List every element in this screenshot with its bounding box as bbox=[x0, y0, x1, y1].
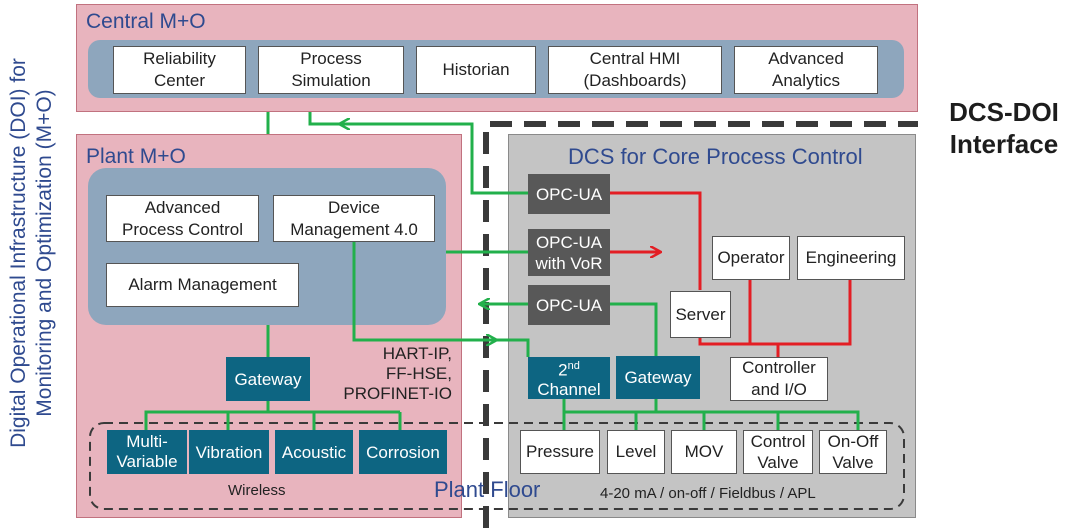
device-management-box: Device Management 4.0 bbox=[273, 195, 435, 242]
server-box: Server bbox=[670, 291, 731, 338]
advanced-analytics-box: Advanced Analytics bbox=[734, 46, 878, 94]
dcs-doi-interface-label: DCS-DOI Interface bbox=[949, 97, 1059, 159]
plant-mo-title: Plant M+O bbox=[86, 145, 186, 168]
opcua-top-red-link bbox=[610, 191, 702, 290]
device-on-off-valve: On-Off Valve bbox=[819, 430, 887, 474]
device-multi-variable: Multi- Variable bbox=[107, 430, 187, 474]
advanced-process-control-box: Advanced Process Control bbox=[106, 195, 259, 242]
device-acoustic: Acoustic bbox=[275, 430, 353, 474]
opc-ua-vor-box: OPC-UA with VoR bbox=[528, 229, 610, 276]
opc-ua-top-box: OPC-UA bbox=[528, 174, 610, 214]
server-controller-link bbox=[698, 280, 852, 346]
device-control-valve: Control Valve bbox=[743, 430, 813, 474]
engineering-box: Engineering bbox=[797, 236, 905, 280]
device-mov: MOV bbox=[671, 430, 737, 474]
controller-io-box: Controller and I/O bbox=[730, 357, 828, 401]
plant-floor-boundary bbox=[89, 422, 905, 510]
alarm-management-box: Alarm Management bbox=[106, 263, 299, 307]
central-hmi-box: Central HMI (Dashboards) bbox=[548, 46, 722, 94]
dcs-field-bus bbox=[562, 399, 860, 430]
operator-box: Operator bbox=[712, 236, 790, 280]
protocols-label: HART-IP, FF-HSE, PROFINET-IO bbox=[343, 344, 452, 403]
gateway-to-wireless-link bbox=[144, 401, 402, 430]
plant-floor-title: Plant Floor bbox=[434, 477, 541, 502]
device-corrosion: Corrosion bbox=[359, 430, 447, 474]
dcs-doi-interface-line bbox=[483, 121, 918, 528]
central-mo-title: Central M+O bbox=[86, 10, 206, 33]
opc-ua-bottom-box: OPC-UA bbox=[528, 285, 610, 325]
device-level: Level bbox=[607, 430, 665, 474]
wireless-label: Wireless bbox=[228, 482, 286, 499]
dcs-gateway-box: Gateway bbox=[616, 356, 700, 399]
device-vibration: Vibration bbox=[189, 430, 269, 474]
opcua-bottom-to-dcs-gateway bbox=[610, 302, 658, 356]
plant-gateway-box: Gateway bbox=[226, 357, 310, 401]
device-pressure: Pressure bbox=[520, 430, 600, 474]
second-channel-word: Channel bbox=[537, 379, 601, 399]
wired-label: 4-20 mA / on-off / Fieldbus / APL bbox=[600, 485, 816, 502]
process-simulation-box: Process Simulation bbox=[258, 46, 404, 94]
dcs-title: DCS for Core Process Control bbox=[568, 144, 863, 169]
second-channel-sup: nd bbox=[567, 360, 580, 373]
device-mgmt-hart-link bbox=[352, 242, 530, 357]
second-channel-box: 2nd Channel bbox=[528, 357, 610, 399]
reliability-center-box: Reliability Center bbox=[113, 46, 246, 94]
second-channel-number: 2nd bbox=[558, 360, 580, 380]
historian-box: Historian bbox=[416, 46, 536, 94]
